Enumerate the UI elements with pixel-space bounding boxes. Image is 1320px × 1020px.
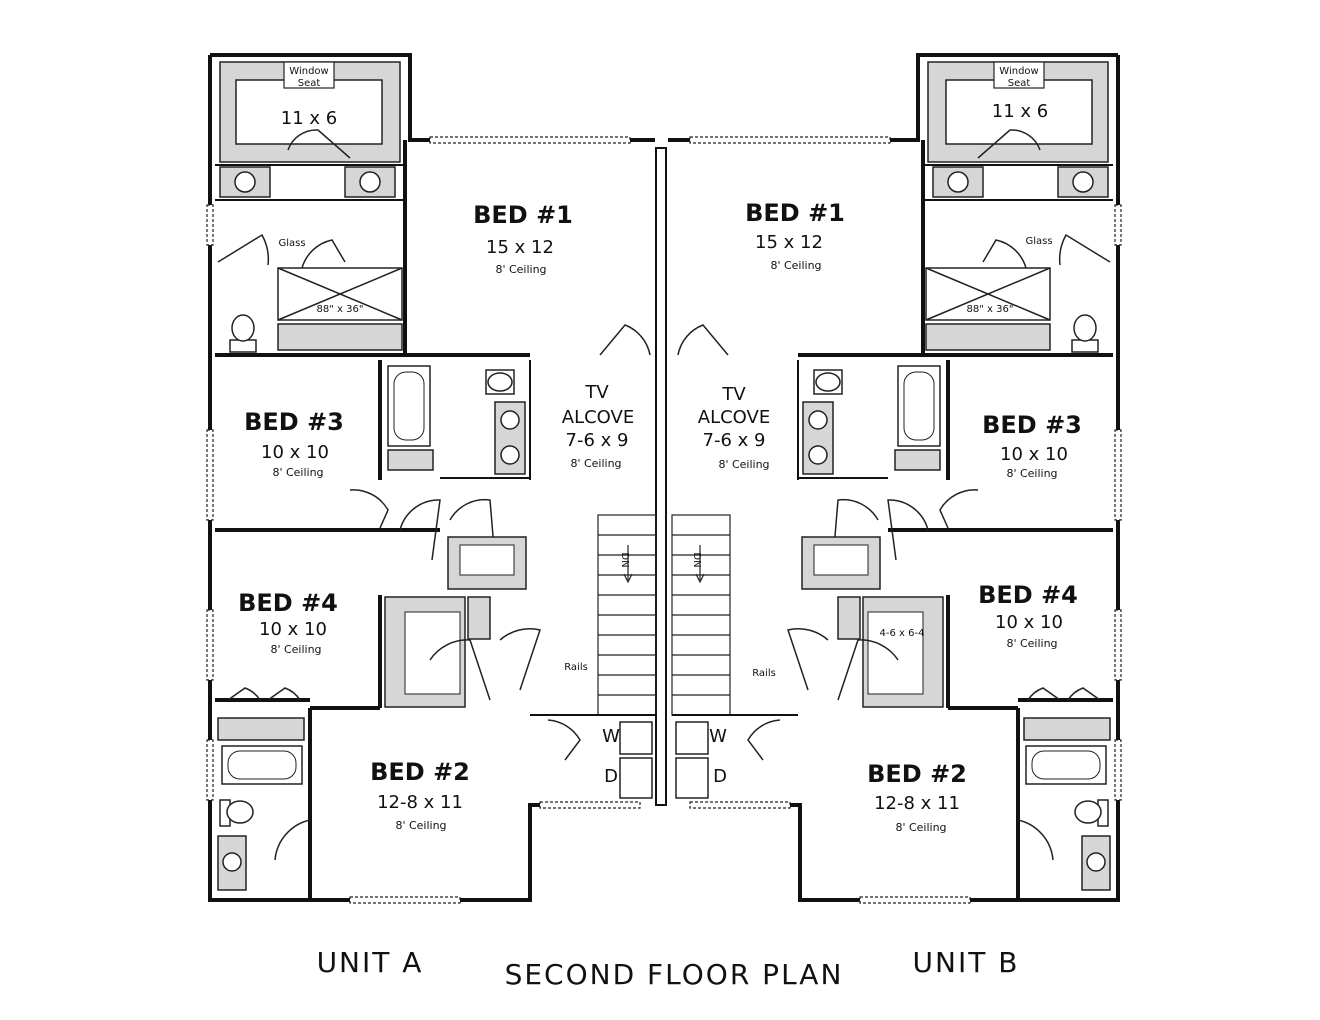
dryer-label-a: D — [604, 766, 618, 787]
bed2-ceiling-b: 8' Ceiling — [895, 821, 946, 834]
shower-size-b: 88" x 36" — [967, 304, 1014, 315]
tv-dim-b: 7-6 x 9 — [703, 430, 766, 451]
glass-label-b: Glass — [1025, 236, 1052, 247]
bed2-ceiling-a: 8' Ceiling — [395, 819, 446, 832]
bed3-ceiling-a: 8' Ceiling — [272, 466, 323, 479]
window-seat-label-a1: Window — [289, 66, 328, 77]
tv-name1-b: TV — [721, 384, 746, 405]
windows — [206, 136, 1122, 904]
bed4-dim-b: 10 x 10 — [995, 612, 1063, 633]
stair-dn-b: DN — [691, 552, 702, 567]
tv-ceiling-b: 8' Ceiling — [718, 458, 769, 471]
closet-dim-a: 11 x 6 — [281, 108, 337, 129]
bed4-name-a: BED #4 — [238, 589, 338, 617]
washer-label-a: W — [602, 726, 620, 747]
tv-name2-a: ALCOVE — [562, 407, 634, 428]
dryer-label-b: D — [713, 766, 727, 787]
bed3-ceiling-b: 8' Ceiling — [1006, 467, 1057, 480]
unit-b-interior — [671, 61, 1113, 900]
unit-a-interior — [215, 61, 657, 900]
bed4-dim-a: 10 x 10 — [259, 619, 327, 640]
bed2-dim-a: 12-8 x 11 — [377, 792, 463, 813]
bed1-name-b: BED #1 — [745, 199, 845, 227]
bed3-dim-a: 10 x 10 — [261, 442, 329, 463]
bed4-name-b: BED #4 — [978, 581, 1078, 609]
stair-dn-a: DN — [619, 552, 630, 567]
bed2-name-b: BED #2 — [867, 760, 967, 788]
bed4-ceiling-b: 8' Ceiling — [1006, 637, 1057, 650]
window-seat-label-b2: Seat — [1008, 78, 1031, 89]
rails-label-a: Rails — [564, 662, 588, 673]
window-seat-label-b1: Window — [999, 66, 1038, 77]
bed3-name-b: BED #3 — [982, 411, 1082, 439]
bed2-dim-b: 12-8 x 11 — [874, 793, 960, 814]
bed3-dim-b: 10 x 10 — [1000, 444, 1068, 465]
bed1-ceiling-b: 8' Ceiling — [770, 259, 821, 272]
unit-b-labels: Window Seat 11 x 6 Glass 88" x 36" BED #… — [691, 66, 1082, 834]
bed1-name-a: BED #1 — [473, 201, 573, 229]
tv-name1-a: TV — [584, 382, 609, 403]
walkin-dim-b: 4-6 x 6-4 — [880, 628, 925, 639]
bed1-dim-a: 15 x 12 — [486, 237, 554, 258]
plan-title: SECOND FLOOR PLAN — [505, 958, 844, 991]
unit-a-labels: Window Seat 11 x 6 Glass 88" x 36" BED #… — [238, 66, 634, 832]
tv-dim-a: 7-6 x 9 — [566, 430, 629, 451]
unit-b-title: UNIT B — [913, 946, 1020, 979]
bed2-name-a: BED #2 — [370, 758, 470, 786]
bed4-ceiling-a: 8' Ceiling — [270, 643, 321, 656]
closet-dim-b: 11 x 6 — [992, 101, 1048, 122]
rails-label-b: Rails — [752, 668, 776, 679]
glass-label-a: Glass — [278, 238, 305, 249]
tv-name2-b: ALCOVE — [698, 407, 770, 428]
bed3-name-a: BED #3 — [244, 408, 344, 436]
shower-size-a: 88" x 36" — [317, 304, 364, 315]
window-seat-label-a2: Seat — [298, 78, 321, 89]
plan-titles: UNIT A UNIT B SECOND FLOOR PLAN — [317, 946, 1020, 991]
bed1-ceiling-a: 8' Ceiling — [495, 263, 546, 276]
tv-ceiling-a: 8' Ceiling — [570, 457, 621, 470]
washer-label-b: W — [709, 726, 727, 747]
bed1-dim-b: 15 x 12 — [755, 232, 823, 253]
unit-a-title: UNIT A — [317, 946, 424, 979]
